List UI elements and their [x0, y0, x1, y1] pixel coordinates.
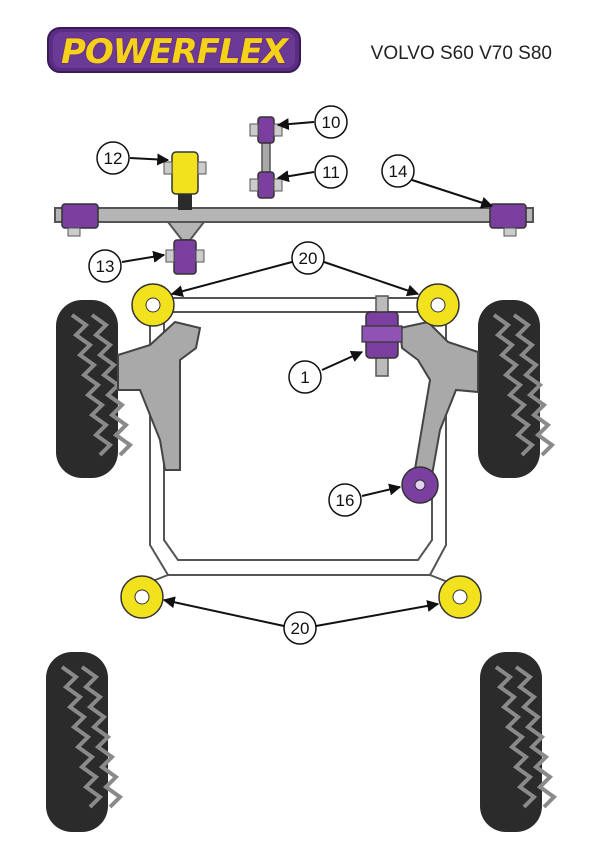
callout-14: 14	[381, 154, 494, 209]
callout-16: 16	[328, 483, 402, 517]
logo-text: POWERFLEX	[61, 32, 290, 72]
powerflex-logo: POWERFLEX	[47, 27, 301, 73]
callout-20-front: 20	[170, 241, 420, 298]
callout-10: 10	[276, 105, 348, 139]
bush-11	[257, 171, 275, 199]
left-wishbone	[117, 320, 202, 471]
callout-20-rear: 20	[162, 596, 440, 645]
drop-link	[249, 116, 283, 199]
bush-16	[401, 466, 439, 504]
callout-13: 13	[88, 249, 166, 283]
callout-14-label: 14	[389, 162, 408, 181]
bush-13	[165, 239, 205, 275]
callout-13-label: 13	[96, 257, 115, 276]
callout-16-label: 16	[336, 491, 355, 510]
callout-10-label: 10	[322, 113, 341, 132]
bush-20-front-left	[131, 283, 175, 327]
bush-20-rear-left	[120, 575, 164, 619]
callout-1-label: 1	[300, 368, 309, 387]
callout-20-rear-label: 20	[291, 619, 310, 638]
rear-left-tyre	[46, 652, 124, 832]
model-title: VOLVO S60 V70 S80	[371, 43, 552, 64]
bush-20-rear-right	[438, 575, 482, 619]
front-right-tyre	[478, 300, 556, 478]
bush-14-right	[489, 203, 527, 237]
anti-roll-bar	[54, 190, 534, 241]
callout-11: 11	[276, 155, 348, 189]
bush-14-left	[61, 203, 99, 237]
bush-20-front-right	[416, 283, 460, 327]
callout-12-label: 12	[104, 149, 123, 168]
callout-12: 12	[96, 141, 170, 175]
callout-1: 1	[288, 350, 364, 394]
callout-11-label: 11	[322, 163, 340, 182]
rear-right-tyre	[480, 652, 558, 832]
right-wishbone	[398, 320, 479, 476]
bush-10	[257, 116, 275, 144]
bush-12	[163, 151, 207, 195]
callout-20-front-label: 20	[299, 249, 318, 268]
bush-1	[361, 295, 403, 377]
